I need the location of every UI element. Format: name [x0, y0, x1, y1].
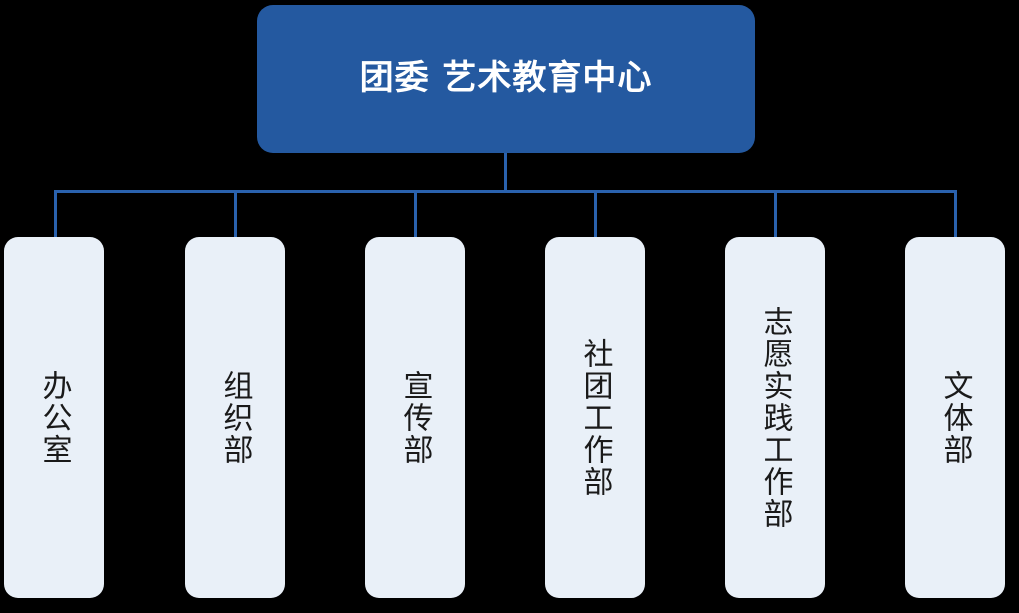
org-child-label-4: 社团工作部: [577, 337, 613, 498]
org-child-label-1: 办公室: [36, 369, 72, 466]
org-child-node-3[interactable]: 宣传部: [365, 237, 465, 598]
org-child-label-5: 志愿实践工作部: [757, 305, 793, 530]
connector-drop-4: [594, 190, 597, 238]
org-child-label-6: 文体部: [937, 369, 973, 466]
org-child-label-3: 宣传部: [397, 369, 433, 466]
connector-drop-2: [234, 190, 237, 238]
connector-drop-5: [774, 190, 777, 238]
connector-root-stem: [504, 153, 507, 192]
org-child-node-1[interactable]: 办公室: [4, 237, 104, 598]
org-child-node-6[interactable]: 文体部: [905, 237, 1005, 598]
connector-drop-1: [54, 190, 57, 238]
org-child-node-2[interactable]: 组织部: [185, 237, 285, 598]
org-root-label: 团委 艺术教育中心: [359, 58, 653, 99]
org-root-node[interactable]: 团委 艺术教育中心: [257, 5, 755, 153]
org-child-label-2: 组织部: [217, 369, 253, 466]
connector-horizontal-bus: [54, 190, 957, 193]
connector-drop-3: [414, 190, 417, 238]
org-child-node-4[interactable]: 社团工作部: [545, 237, 645, 598]
org-child-node-5[interactable]: 志愿实践工作部: [725, 237, 825, 598]
connector-drop-6: [954, 190, 957, 238]
